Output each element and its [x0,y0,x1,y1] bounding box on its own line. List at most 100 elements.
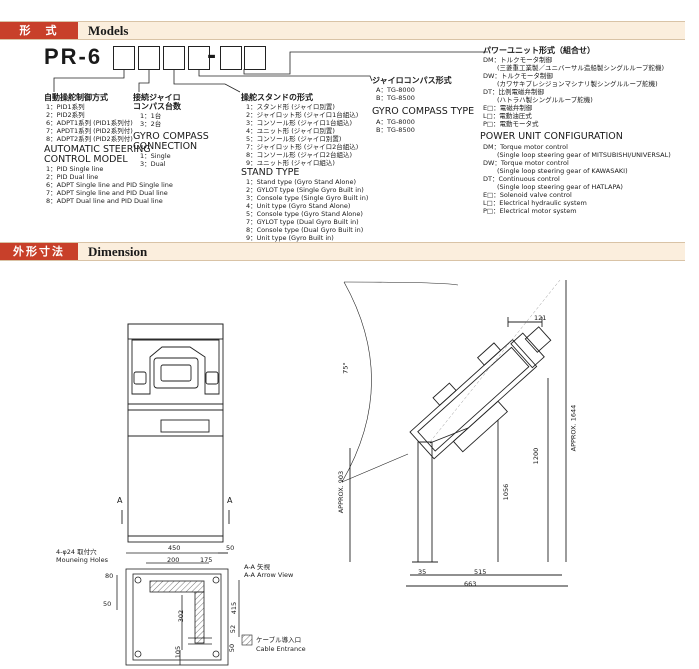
power-item-jp-3: DW：トルクモータ制御 [483,72,553,80]
power-item-en-9: P□：Electrical motor system [483,207,577,215]
dim-415: 415 [230,601,239,615]
steering-item-jp-5: 8：ADPT2系列 (PID2系列付) [46,135,133,143]
front-head-outline [127,323,224,405]
code-box-gyro-type [188,46,210,70]
plan-view-drawing [116,552,253,666]
dim-side-1056: 1056 [502,483,511,501]
gyro-type-heading-en: GYRO COMPASS TYPE [372,106,475,117]
dim-side-515: 515 [474,568,487,576]
gyro-connection-item-jp-1: 1：1台 [140,112,162,120]
model-code-prefix: PR-6 [44,44,103,69]
stand-item-en-1: 1：Stand type (Gyro Stand Alone) [246,178,357,186]
power-heading-jp: パワーユニット形式（組合せ） [483,46,595,55]
dim-80: 80 [105,572,114,580]
power-item-jp-4: (カワサキプレシジョンマシナリ製シングルループ舵機) [497,80,658,88]
stand-item-jp-7: 8：コンソール形 (ジャイロ2台組込) [246,151,353,159]
power-item-jp-6: (ハトラハ製シングルループ舵機) [497,96,593,104]
arrow-view-jp: A-A 矢視 [244,563,271,571]
dim-50-bottom: 50 [228,643,237,653]
stand-item-en-6: 7：GYLOT type (Dual Gyro Built in) [246,218,359,226]
stand-item-jp-1: 1：スタンド形 (ジャイロ別置) [246,103,335,111]
steering-item-jp-1: 1：PID1系列 [46,103,85,111]
power-item-en-2: (Single loop steering gear of MITSUBISHI… [497,151,671,159]
plan-outline [125,568,229,666]
code-box-power-2 [244,46,266,70]
dim-side-approx-1644: APPROX. 1644 [569,404,578,452]
power-item-jp-9: P□：電動モータ式 [483,120,539,128]
gyro-connection-heading-en: GYRO COMPASS CONNECTION [133,131,209,152]
power-item-jp-7: E□：電磁弁制御 [483,104,533,112]
side-stand-column [417,441,433,563]
stand-item-jp-6: 7：ジャイロット形 (ジャイロ2台組込) [246,143,359,151]
gyro-type-item-en-1: A：TG-8000 [376,118,415,126]
stand-item-en-8: 9：Unit type (Gyro Built in) [246,234,334,242]
steering-heading-jp: 自動操舵制御方式 [44,93,108,102]
models-title-jp: 形 式 [0,22,78,39]
steering-item-en-3: 6：ADPT Single line and PID Single line [46,181,173,189]
power-item-jp-5: DT：比例電磁弁制御 [483,88,544,96]
mounting-holes-en: Mouneing Holes [56,556,108,564]
steering-item-jp-3: 6：ADPT1系列 (PID1系列付) [46,119,133,127]
steering-item-en-2: 2：PID Dual line [46,173,99,181]
mounting-holes-jp: 4-φ24 取付穴 [56,548,97,556]
stand-item-jp-5: 5：コンソール形 (ジャイロ別置) [246,135,342,143]
gyro-type-item-jp-1: A：TG-8000 [376,86,415,94]
power-item-en-4: (Single loop steering gear of KAWASAKI) [497,167,628,175]
models-section-header: 形 式 Models [0,21,685,40]
dim-side-121: 121 [534,314,547,322]
front-body-outline [127,435,224,537]
gyro-connection-item-en-2: 3：Dual [140,160,166,168]
power-item-jp-1: DM：トルクモータ制御 [483,56,553,64]
power-item-en-7: E□：Solenoid valve control [483,191,572,199]
stand-item-en-4: 4：Unit type (Gyro Stand Alone) [246,202,351,210]
dim-175: 175 [200,556,213,564]
code-box-stand [163,46,185,70]
stand-item-en-5: 5：Console type (Gyro Stand Alone) [246,210,363,218]
arrow-view-en: A-A Arrow View [244,571,294,579]
gyro-connection-heading-jp: 接続ジャイロ コンパス台数 [133,93,181,111]
dimension-section-header: 外形寸法 Dimension [0,242,685,261]
power-item-en-5: DT：Continuous control [483,175,560,183]
side-view-drawing [341,279,568,587]
dim-side-35: 35 [418,568,427,576]
steering-item-jp-2: 2：PID2系列 [46,111,85,119]
code-box-power-1 [220,46,242,70]
power-item-jp-2: (三菱重工業製／ユニバーサル造船製シングルループ舵機) [497,64,665,72]
stand-item-en-3: 3：Console type (Single Gyro Built in) [246,194,369,202]
power-item-en-6: (Single loop steering gear of HATLAPA) [497,183,623,191]
dim-50-left: 50 [103,600,112,608]
dim-450: 450 [168,544,181,552]
stand-item-jp-4: 4：ユニット形 (ジャイロ別置) [246,127,335,135]
cable-entrance-en: Cable Entrance [256,645,306,653]
dimension-title-jp: 外形寸法 [0,243,78,260]
front-view-drawing [121,323,230,543]
stand-heading-en: STAND TYPE [241,167,300,178]
power-item-en-3: DW：Torque motor control [483,159,569,167]
power-heading-en: POWER UNIT CONFIGURATION [480,131,623,142]
dimension-title-en: Dimension [88,244,148,259]
section-marker-left: A [117,496,123,505]
stand-item-en-7: 8：Console type (Dual Gyro Built in) [246,226,364,234]
stand-heading-jp: 操舵スタンドの形式 [241,93,313,102]
gyro-type-item-en-2: B：TG-8500 [376,126,415,134]
gyro-connection-item-en-1: 1：Single [140,152,171,160]
stand-item-jp-2: 2：ジャイロット形 (ジャイロ1台組込) [246,111,359,119]
code-box-gyro-count [138,46,160,70]
dim-side-663: 663 [464,580,477,588]
dim-50-top: 50 [226,544,235,552]
gyro-connection-item-jp-2: 3：2台 [140,120,162,128]
model-code-dash: - [207,44,217,69]
section-marker-right: A [227,496,233,505]
dim-52: 52 [229,624,238,634]
steering-item-jp-4: 7：APDT1系列 (PID2系列付) [46,127,133,135]
dim-side-1200: 1200 [532,447,541,465]
stand-item-en-2: 2：GYLOT type (Single Gyro Built in) [246,186,364,194]
steering-item-en-5: 8：ADPT Dual line and PID Dual line [46,197,163,205]
dim-200: 200 [167,556,180,564]
stand-item-jp-8: 9：ユニット形 (ジャイロ組込) [246,159,335,167]
models-title-en: Models [88,23,129,38]
dim-side-angle: 75° [341,362,350,374]
steering-item-en-1: 1：PID Single line [46,165,104,173]
power-item-en-1: DM：Torque motor control [483,143,568,151]
code-box-steering [113,46,135,70]
